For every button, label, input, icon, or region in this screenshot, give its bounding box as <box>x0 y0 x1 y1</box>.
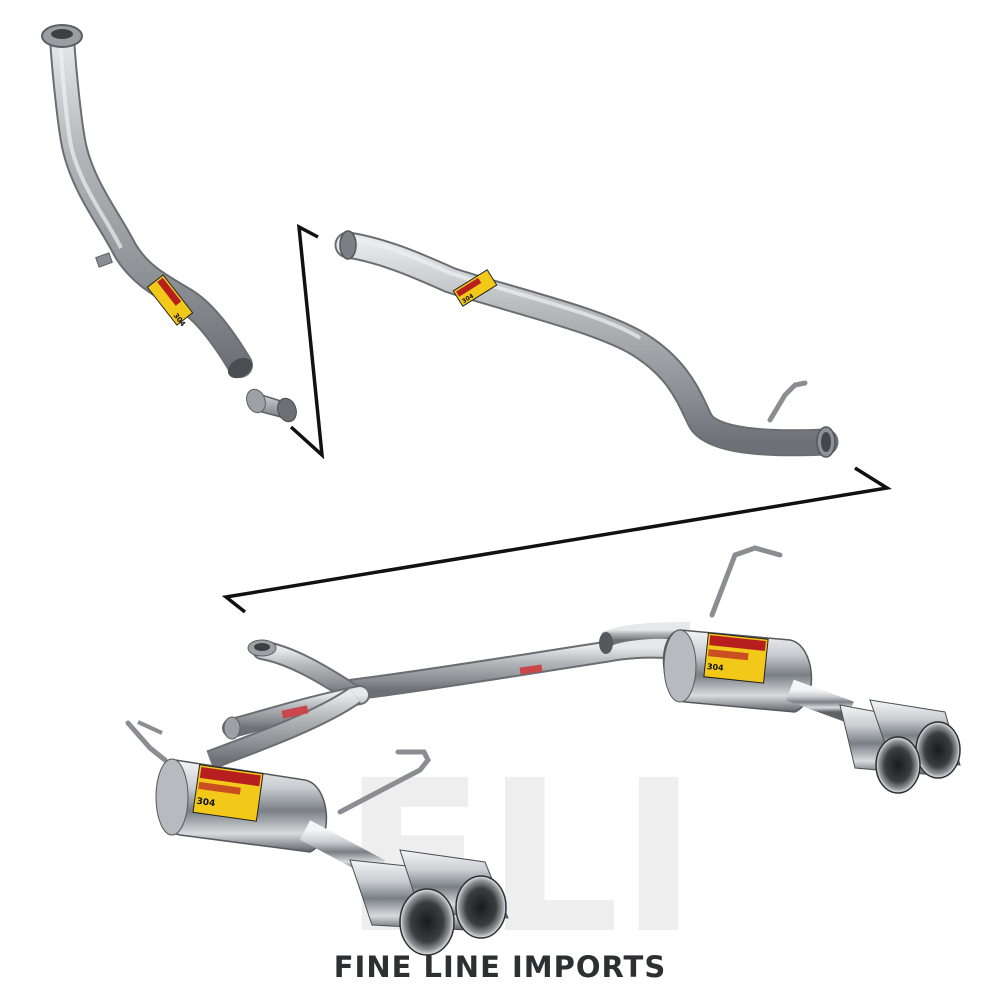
watermark-text: FLI <box>342 735 697 980</box>
connector-lines <box>221 223 892 614</box>
mid-pipe-inlet <box>339 230 357 260</box>
right-muffler: 304 <box>662 629 961 794</box>
watermark: FLI <box>342 735 697 980</box>
right-tip-2 <box>875 736 921 794</box>
right-muffler-label-grade: 304 <box>706 662 724 673</box>
right-tip-1 <box>915 721 961 779</box>
rear-section-part: 304 304 <box>125 545 961 956</box>
mid-pipe-part: 304 <box>334 230 839 458</box>
left-tip-1 <box>455 875 507 939</box>
mid-pipe-label: 304 <box>452 269 498 307</box>
left-muffler: 304 <box>155 758 509 956</box>
downpipe-part: 304 <box>41 24 297 423</box>
pipe-sleeve <box>246 388 297 423</box>
right-muffler-label: 304 <box>703 632 769 684</box>
left-muffler-label-grade: 304 <box>196 797 216 810</box>
brand-name: FINE LINE IMPORTS <box>333 950 667 984</box>
x-pipe-inlet-bottom <box>223 716 241 740</box>
downpipe-label: 304 <box>146 274 194 328</box>
left-tip-2 <box>399 888 455 956</box>
connector-line-2 <box>221 466 892 614</box>
left-muffler-label: 304 <box>192 764 264 822</box>
connector-line-1 <box>289 223 325 460</box>
